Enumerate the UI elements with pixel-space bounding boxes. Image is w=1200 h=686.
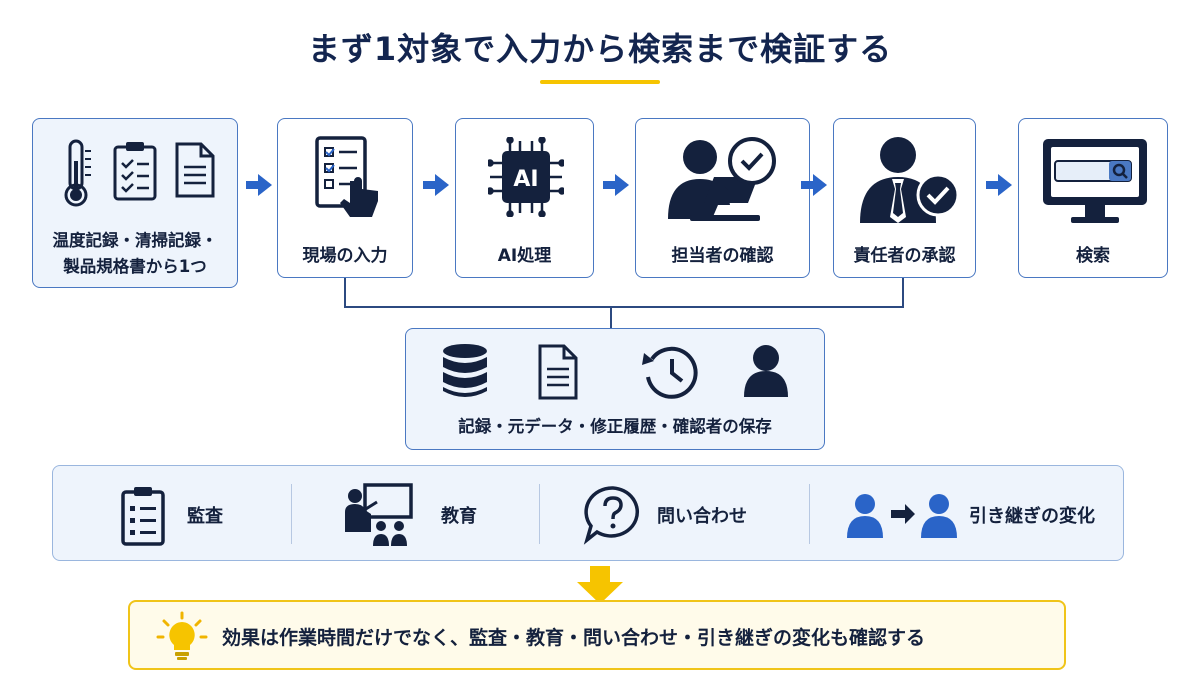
person-laptop-check-icon: [668, 137, 776, 221]
step-card-staff-check: 担当者の確認: [635, 118, 810, 278]
start-label-line2: 製品規格書から1つ: [63, 257, 207, 276]
step-label-search: 検索: [1076, 246, 1110, 266]
connector-center-vertical: [610, 306, 612, 328]
flow-arrow-3: [603, 174, 629, 196]
question-bubble-icon: [583, 486, 639, 545]
summary-text: 効果は作業時間だけでなく、監査・教育・問い合わせ・引き継ぎの変化も確認する: [222, 627, 926, 649]
connector-left-vertical: [344, 278, 346, 308]
step-card-field-input: 現場の入力: [277, 118, 413, 278]
step-card-ai: AI AI処理: [455, 118, 594, 278]
step-card-search: 検索: [1018, 118, 1168, 278]
monitor-search-icon: [1043, 139, 1147, 223]
flow-arrow-5: [986, 174, 1012, 196]
teacher-icon: [345, 483, 413, 546]
step-label-ai: AI処理: [497, 246, 552, 266]
effect-label-inquiry: 問い合わせ: [657, 506, 747, 527]
lightbulb-icon: [156, 611, 208, 660]
start-label-line1: 温度記録・清掃記録・: [52, 231, 218, 250]
file-icon: [538, 344, 578, 400]
checklist-icon: [113, 142, 157, 201]
flow-arrow-2: [423, 174, 449, 196]
connector-horizontal: [344, 306, 904, 308]
flow-arrow-1: [246, 174, 272, 196]
ai-chip-text: AI: [513, 167, 538, 192]
database-icon: [443, 344, 487, 397]
ai-chip-icon: AI: [488, 137, 564, 217]
handover-icon: [847, 494, 957, 538]
step-card-manager-approval: 責任者の承認: [833, 118, 976, 278]
step-label-field-input: 現場の入力: [302, 246, 388, 266]
title-underline: [540, 80, 660, 84]
clipboard-icon: [121, 487, 165, 546]
start-card: 温度記録・清掃記録・ 製品規格書から1つ: [32, 118, 238, 288]
storage-label: 記録・元データ・修正履歴・確認者の保存: [458, 417, 772, 436]
effects-panel: 監査 教育 問い合わせ 引き継ぎの変化: [52, 465, 1124, 561]
down-arrow-icon: [577, 566, 623, 604]
thermometer-icon: [64, 139, 91, 207]
flow-arrow-4: [801, 174, 827, 196]
summary-box: 効果は作業時間だけでなく、監査・教育・問い合わせ・引き継ぎの変化も確認する: [128, 600, 1066, 670]
effect-label-audit: 監査: [187, 506, 223, 527]
step-label-staff-check: 担当者の確認: [671, 246, 774, 266]
step-label-manager-approval: 責任者の承認: [853, 246, 956, 266]
effects-divider-1: [291, 484, 292, 544]
page-title: まず1対象で入力から検索まで検証する: [307, 30, 893, 68]
manager-approve-icon: [860, 137, 960, 223]
connector-right-vertical: [902, 278, 904, 308]
effect-label-education: 教育: [441, 506, 477, 527]
effects-divider-2: [539, 484, 540, 544]
user-icon: [744, 345, 788, 397]
effect-label-handover: 引き継ぎの変化: [969, 506, 1095, 527]
effects-divider-3: [809, 484, 810, 544]
storage-card: 記録・元データ・修正履歴・確認者の保存: [405, 328, 825, 450]
history-clock-icon: [642, 346, 698, 399]
document-icon: [175, 142, 215, 198]
checklist-touch-icon: [315, 136, 378, 217]
